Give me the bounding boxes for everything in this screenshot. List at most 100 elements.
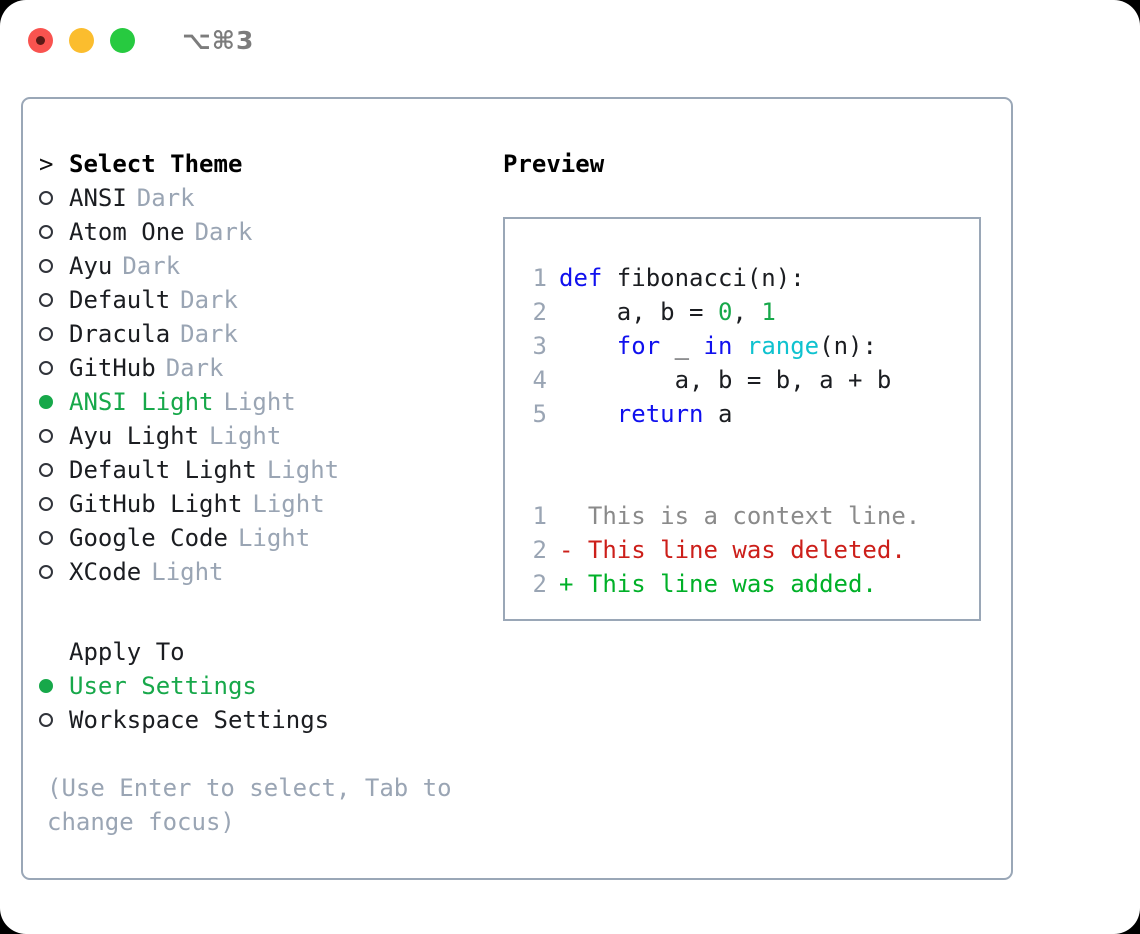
theme-option-suffix: Dark <box>165 354 224 382</box>
code-token: , <box>732 298 762 326</box>
select-theme-header: > Select Theme <box>39 147 493 181</box>
theme-option-xcode[interactable]: XCode Light <box>39 555 493 589</box>
code-token <box>559 400 617 428</box>
theme-option-label: Ayu Light <box>69 422 200 450</box>
theme-option-ansi-light[interactable]: ANSI Light Light <box>39 385 493 419</box>
preview-title: Preview <box>503 150 605 178</box>
code-token: fibonacci(n): <box>602 264 805 292</box>
theme-option-suffix: Light <box>252 490 325 518</box>
radio-icon[interactable] <box>39 453 69 487</box>
theme-option-suffix: Light <box>266 456 340 484</box>
code-token <box>559 332 617 360</box>
line-number: 2 <box>532 298 547 326</box>
theme-option-atom-one-dark[interactable]: Atom One Dark <box>39 215 493 249</box>
theme-option-github-light[interactable]: GitHub Light Light <box>39 487 493 521</box>
code-token: _ <box>660 332 704 360</box>
help-text: (Use Enter to select, Tab to change focu… <box>47 774 452 836</box>
theme-option-suffix: Dark <box>122 252 181 280</box>
radio-icon[interactable] <box>39 249 69 283</box>
theme-option-suffix: Light <box>237 524 311 552</box>
diff-line-deleted: 2 - This line was deleted. <box>519 533 979 567</box>
code-token: for <box>616 332 661 360</box>
code-line: 5 return a <box>519 397 979 431</box>
code-line: 4 a, b = b, a + b <box>519 363 979 397</box>
preview-box: 1 def fibonacci(n): 2 a, b = 0, 1 3 for … <box>503 217 981 621</box>
no-marker <box>39 635 69 669</box>
theme-option-google-code[interactable]: Google Code Light <box>39 521 493 555</box>
line-number: 4 <box>532 366 547 394</box>
spacer <box>519 465 979 499</box>
preview-pane: Preview 1 def fibonacci(n): 2 a, b = 0, … <box>493 99 1011 878</box>
apply-to-workspace-settings[interactable]: Workspace Settings <box>39 703 493 737</box>
code-token: 1 <box>761 298 776 326</box>
apply-to-header-label: Apply To <box>69 638 185 666</box>
theme-option-label: Default <box>69 286 171 314</box>
radio-icon[interactable] <box>39 555 69 589</box>
close-button[interactable] <box>28 27 53 53</box>
theme-option-suffix: Dark <box>194 218 253 246</box>
theme-option-suffix: Dark <box>180 320 238 348</box>
theme-option-suffix: Light <box>209 422 282 450</box>
code-line: 3 for _ in range(n): <box>519 329 979 363</box>
code-token <box>732 332 746 360</box>
select-theme-header-label: Select Theme <box>69 150 243 178</box>
theme-option-label: Atom One <box>69 218 185 246</box>
radio-icon[interactable] <box>39 215 69 249</box>
theme-option-label: Ayu <box>69 252 113 280</box>
theme-option-label: Default Light <box>69 456 257 484</box>
theme-option-ayu-dark[interactable]: Ayu Dark <box>39 249 493 283</box>
title-bar: ⌥⌘3 <box>0 0 1140 80</box>
theme-option-suffix: Light <box>151 558 224 586</box>
diff-text: + This line was added. <box>559 570 877 598</box>
theme-option-default-dark[interactable]: Default Dark <box>39 283 493 317</box>
radio-icon[interactable] <box>39 521 69 555</box>
diff-text: - This line was deleted. <box>559 536 906 564</box>
radio-icon[interactable] <box>39 703 69 737</box>
theme-option-label: XCode <box>69 558 142 586</box>
theme-option-suffix: Dark <box>136 184 195 212</box>
code-token: a, b = <box>559 298 718 326</box>
code-token: (n): <box>819 332 877 360</box>
code-token: return <box>616 400 704 428</box>
theme-picker-pane: > Select Theme ANSI Dark Atom One Dark A… <box>23 99 493 878</box>
theme-option-dracula-dark[interactable]: Dracula Dark <box>39 317 493 351</box>
maximize-button[interactable] <box>110 27 135 53</box>
code-token: def <box>559 264 603 292</box>
radio-icon[interactable] <box>39 487 69 521</box>
radio-selected-icon[interactable] <box>39 669 69 703</box>
line-number: 2 <box>532 570 547 598</box>
radio-icon[interactable] <box>39 419 69 453</box>
radio-icon[interactable] <box>39 181 69 215</box>
radio-icon[interactable] <box>39 351 69 385</box>
apply-to-header: Apply To <box>39 635 493 669</box>
spacer <box>39 737 493 771</box>
theme-option-label: Google Code <box>69 524 228 552</box>
theme-option-github-dark[interactable]: GitHub Dark <box>39 351 493 385</box>
minimize-button[interactable] <box>69 27 94 53</box>
theme-option-label: GitHub Light <box>69 490 243 518</box>
theme-option-ayu-light[interactable]: Ayu Light Light <box>39 419 493 453</box>
theme-option-label: ANSI <box>69 184 127 212</box>
theme-option-suffix: Light <box>223 388 296 416</box>
theme-option-suffix: Dark <box>180 286 238 314</box>
line-number: 1 <box>532 502 547 530</box>
code-token: range <box>746 332 820 360</box>
code-token: a, b = b, a + b <box>559 366 892 394</box>
apply-to-option-label: Workspace Settings <box>69 706 330 734</box>
theme-option-ansi-dark[interactable]: ANSI Dark <box>39 181 493 215</box>
radio-icon[interactable] <box>39 317 69 351</box>
theme-option-default-light[interactable]: Default Light Light <box>39 453 493 487</box>
main-card: > Select Theme ANSI Dark Atom One Dark A… <box>21 97 1013 880</box>
spacer <box>519 431 979 465</box>
radio-icon[interactable] <box>39 283 69 317</box>
apply-to-user-settings[interactable]: User Settings <box>39 669 493 703</box>
radio-selected-icon[interactable] <box>39 385 69 419</box>
line-number: 3 <box>532 332 547 360</box>
spacer <box>39 589 493 635</box>
line-number: 2 <box>532 536 547 564</box>
code-line: 2 a, b = 0, 1 <box>519 295 979 329</box>
code-line: 1 def fibonacci(n): <box>519 261 979 295</box>
theme-option-label: ANSI Light <box>69 388 214 416</box>
apply-to-option-label: User Settings <box>69 672 257 700</box>
